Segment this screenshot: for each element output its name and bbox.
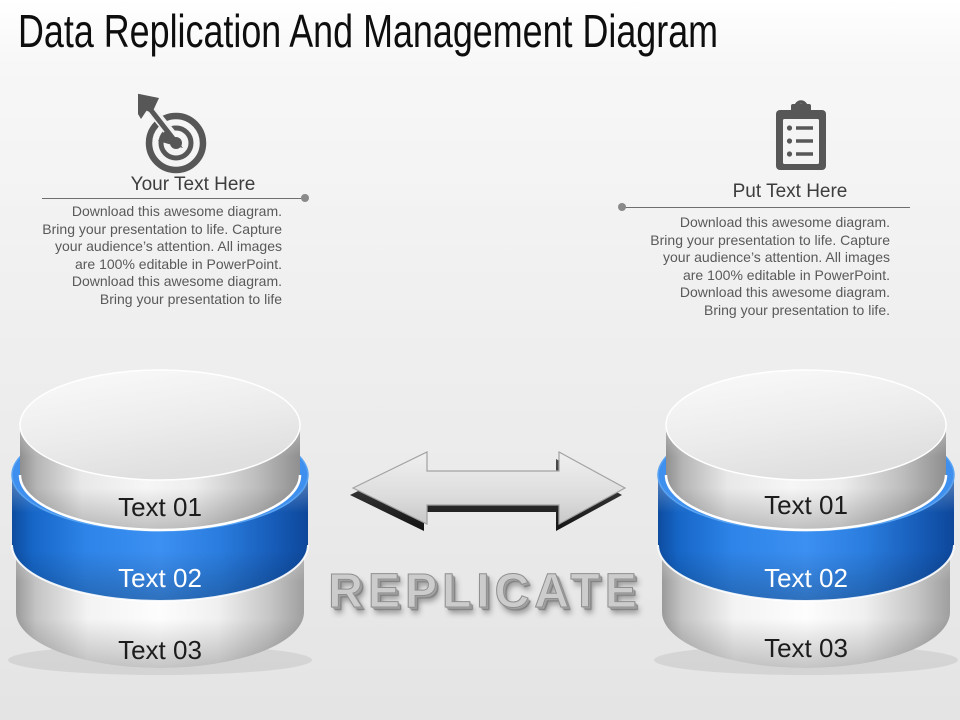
left-stack-label-2: Text 02 (118, 563, 202, 593)
right-disk-1 (664, 369, 948, 532)
clipboard-checklist-icon (770, 100, 832, 174)
left-database-stack: Text 01 Text 02 Text 03 (0, 360, 320, 680)
target-icon (138, 92, 214, 176)
replicate-label: REPLICATE (328, 565, 642, 619)
right-divider-line (618, 203, 910, 211)
right-body-text: Download this awesome diagram. Bring you… (650, 214, 890, 318)
slide-title: Data Replication And Management Diagram (18, 5, 719, 57)
left-disk-1 (18, 369, 302, 532)
right-stack-label-3: Text 03 (764, 633, 848, 663)
divider-end-dot (618, 203, 626, 211)
left-divider-line (42, 194, 309, 202)
right-heading: Put Text Here (732, 181, 848, 202)
left-heading: Your Text Here (130, 174, 256, 195)
divider-end-dot (301, 194, 309, 202)
left-stack-label-3: Text 03 (118, 635, 202, 665)
left-stack-label-1: Text 01 (118, 492, 202, 522)
left-body-text: Download this awesome diagram. Bring you… (42, 203, 282, 307)
double-arrow-icon (343, 438, 643, 542)
right-stack-label-1: Text 01 (764, 490, 848, 520)
right-stack-label-2: Text 02 (764, 563, 848, 593)
right-database-stack: Text 01 Text 02 Text 03 (646, 360, 960, 680)
